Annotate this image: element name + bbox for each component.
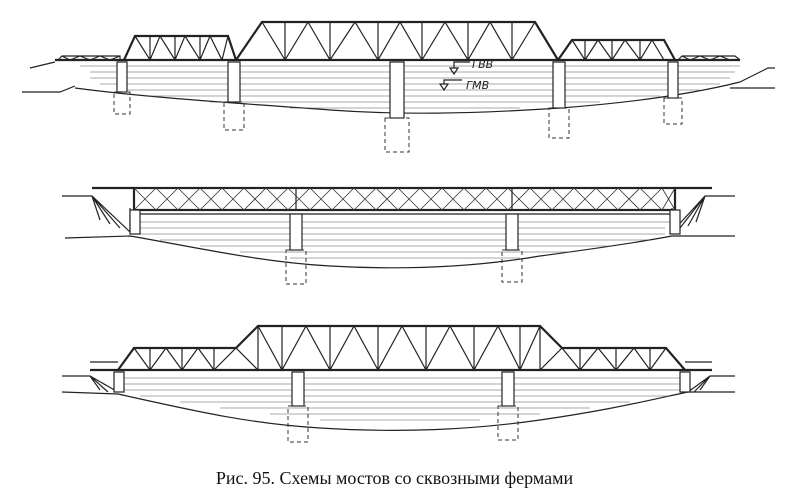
- riverbed-3: [61, 391, 735, 431]
- ground-right-2: [671, 195, 735, 234]
- bridge-scheme-3: [61, 324, 735, 443]
- ground-left-2: [62, 195, 131, 234]
- lattice-truss-posts: [295, 188, 513, 210]
- bridge-scheme-2: [62, 186, 735, 285]
- riverbed-1: [74, 81, 741, 114]
- low-water-label: ГМВ: [466, 79, 489, 92]
- lattice-truss-web: [133, 187, 676, 211]
- water-hatching-2: [135, 221, 670, 259]
- low-water-marker: ГМВ: [438, 79, 489, 92]
- truss-central-web: [261, 20, 536, 62]
- truss-small-left-1: [57, 55, 121, 61]
- lattice-truss-frame: [132, 186, 677, 212]
- continuous-truss-chords: [117, 324, 686, 371]
- truss-4-web: [571, 38, 665, 62]
- ground-left-1: [22, 61, 76, 93]
- piers-1: [113, 61, 683, 153]
- bridge-scheme-1: ГВВ ГМВ: [22, 20, 775, 153]
- water-hatching-3: [120, 377, 685, 421]
- continuous-truss-web: [133, 324, 667, 372]
- truss-central-chords: [235, 20, 559, 61]
- high-water-label: ГВВ: [472, 58, 493, 71]
- truss-small-right-1: [677, 55, 741, 61]
- truss-2-web: [134, 34, 229, 62]
- ground-left-3: [62, 375, 119, 393]
- ground-right-1: [730, 67, 775, 89]
- piers-3: [113, 371, 691, 443]
- figure-caption: Рис. 95. Схемы мостов со сквозными ферма…: [215, 468, 574, 488]
- piers-2: [129, 209, 681, 285]
- water-hatching-1: [80, 65, 740, 109]
- ground-right-3: [687, 375, 735, 393]
- truss-2-chords: [123, 34, 238, 61]
- high-water-marker: ГВВ: [448, 58, 493, 76]
- truss-4-chords: [557, 38, 676, 61]
- riverbed-2: [64, 235, 735, 269]
